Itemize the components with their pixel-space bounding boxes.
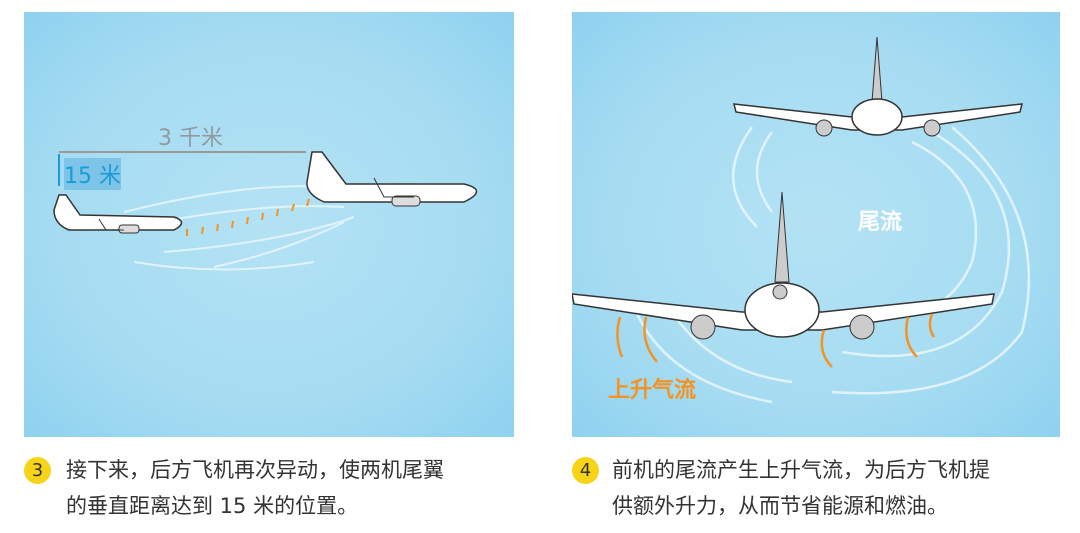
trailing-plane-icon: [53, 194, 183, 234]
caption-4-line2: 供额外升力，从而节省能源和燃油。: [612, 494, 948, 518]
trailing-plane-front-icon: [572, 191, 995, 340]
height-label: 15 米: [64, 158, 121, 190]
caption-3-line2: 的垂直距离达到 15 米的位置。: [66, 494, 359, 518]
wake-label: 尾流: [858, 210, 903, 235]
step-badge-3: 3: [24, 457, 51, 484]
upwash-arrows: [616, 313, 936, 368]
step-badge-4: 4: [572, 457, 599, 484]
caption-3-line1: 接下来，后方飞机再次异动，使两机尾翼: [66, 458, 444, 482]
leading-plane-icon: [306, 151, 478, 207]
leading-plane-front-icon: [733, 36, 1023, 137]
caption-4: 前机的尾流产生上升气流，为后方飞机提 供额外升力，从而节省能源和燃油。: [612, 452, 990, 524]
panel-side-view: 3 千米 15 米: [24, 12, 514, 437]
wake-swirls: [630, 126, 1031, 404]
front-view-illustration: [572, 36, 1031, 404]
panel-front-view: 尾流 上升气流: [572, 12, 1060, 437]
side-view-illustration: [53, 151, 478, 271]
distance-label: 3 千米: [158, 126, 223, 151]
caption-3: 接下来，后方飞机再次异动，使两机尾翼 的垂直距离达到 15 米的位置。: [66, 452, 444, 524]
caption-4-line1: 前机的尾流产生上升气流，为后方飞机提: [612, 458, 990, 482]
upwash-label: 上升气流: [608, 378, 697, 403]
